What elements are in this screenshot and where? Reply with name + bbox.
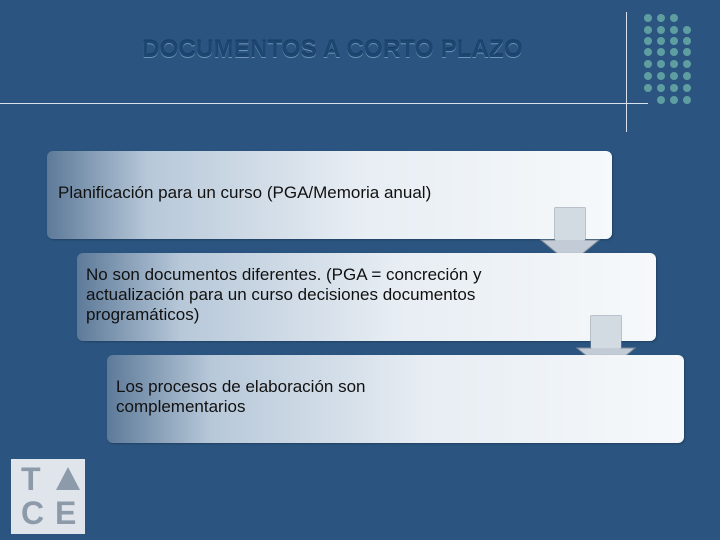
decoration-dot xyxy=(657,37,665,45)
decoration-dot xyxy=(657,14,665,22)
tce-logo: T C E xyxy=(11,459,85,534)
down-arrow-icon xyxy=(539,207,601,265)
dot-grid-decoration xyxy=(644,14,691,104)
decoration-dot xyxy=(644,37,652,45)
slide-title: DOCUMENTOS A CORTO PLAZO xyxy=(142,36,523,63)
divider-vertical xyxy=(626,12,627,132)
decoration-dot xyxy=(683,84,691,92)
decoration-dot xyxy=(683,48,691,56)
decoration-dot xyxy=(683,37,691,45)
decoration-dot xyxy=(670,26,678,34)
step-card-3: Los procesos de elaboración son compleme… xyxy=(107,355,684,443)
decoration-dot xyxy=(657,60,665,68)
decoration-dot xyxy=(644,84,652,92)
decoration-dot xyxy=(683,96,691,104)
step-text-3: Los procesos de elaboración son compleme… xyxy=(116,377,366,416)
triangle-icon xyxy=(56,467,80,490)
decoration-dot xyxy=(683,26,691,34)
decoration-dot xyxy=(657,48,665,56)
decoration-dot xyxy=(644,60,652,68)
step-text-2: No son documentos diferentes. (PGA = con… xyxy=(86,265,482,324)
decoration-dot xyxy=(683,72,691,80)
decoration-dot xyxy=(644,14,652,22)
decoration-dot xyxy=(670,60,678,68)
decoration-dot xyxy=(644,72,652,80)
decoration-dot xyxy=(670,84,678,92)
step-card-2: No son documentos diferentes. (PGA = con… xyxy=(77,253,656,341)
decoration-dot xyxy=(657,84,665,92)
step-text-1: Planificación para un curso (PGA/Memoria… xyxy=(58,183,432,202)
decoration-dot xyxy=(644,48,652,56)
decoration-dot xyxy=(670,14,678,22)
decoration-dot xyxy=(683,60,691,68)
decoration-dot xyxy=(670,72,678,80)
decoration-dot xyxy=(670,37,678,45)
divider-horizontal xyxy=(0,103,648,104)
decoration-dot xyxy=(657,72,665,80)
logo-letter-t: T xyxy=(21,461,41,497)
decoration-dot xyxy=(644,26,652,34)
step-card-1: Planificación para un curso (PGA/Memoria… xyxy=(47,151,612,239)
decoration-dot xyxy=(670,96,678,104)
decoration-dot xyxy=(670,48,678,56)
decoration-dot xyxy=(657,26,665,34)
logo-letter-e: E xyxy=(55,495,77,531)
logo-letter-c: C xyxy=(21,495,45,531)
decoration-dot xyxy=(657,96,665,104)
